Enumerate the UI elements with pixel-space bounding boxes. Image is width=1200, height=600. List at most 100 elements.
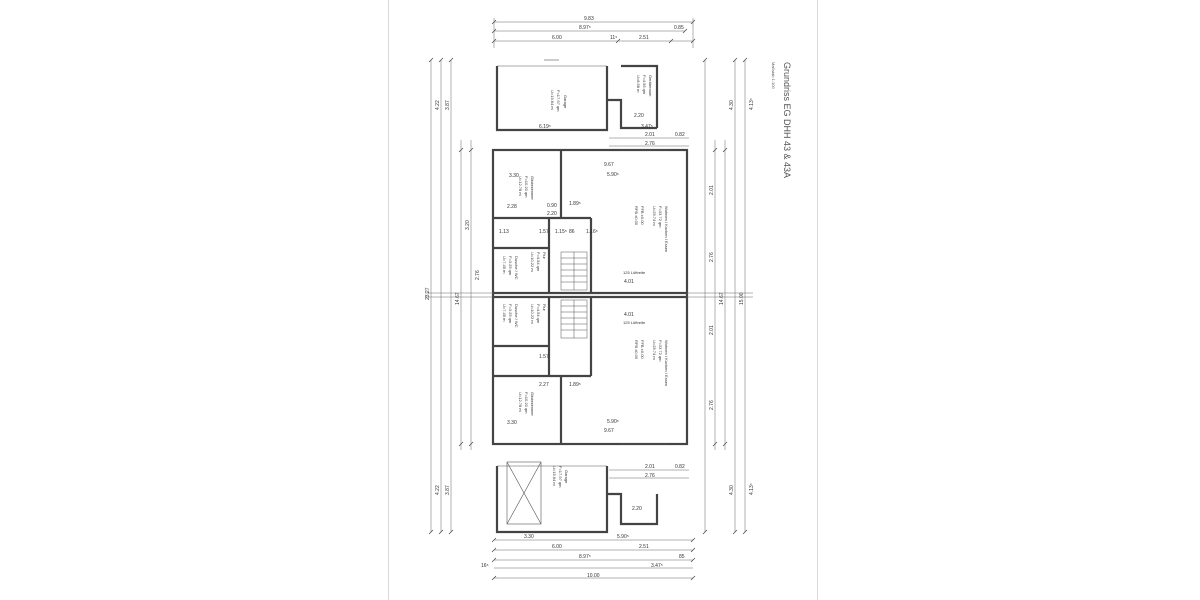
dim-left-total: 23.27: [425, 287, 431, 300]
dim-top-251: 2.51: [639, 35, 649, 41]
dim-082-bottom: 0.82: [675, 464, 685, 470]
dim-right-276: 2.76: [709, 252, 715, 262]
dusche-top-name: Dusche / WC: [514, 256, 519, 280]
upper-house-labels: 3.30 9.67 5.90⁵ 2.28 1.89⁵ 0.90 2.20 1.5…: [499, 162, 669, 285]
flur-top-name: Flur: [542, 252, 547, 260]
dim-189-bottom: 1.89⁵: [569, 382, 581, 388]
dim-top-inner: 8.97⁵: [579, 25, 591, 31]
dim-220-a: 2.20: [547, 211, 557, 217]
flur-top-perimeter: U=10.22 m: [530, 252, 535, 272]
garage-top-area: F=17.97 qm: [556, 90, 561, 112]
wohnen-top-ffb: FFB ±0.00: [640, 206, 645, 225]
dim-bottom-590: 5.90⁵: [617, 534, 629, 540]
dim-left-320: 3.20: [465, 220, 471, 230]
dusche-bottom-area: F=3.25 qm: [508, 304, 513, 324]
mid-bottom-dimension: 2.01 0.82 2.76: [609, 464, 689, 479]
dim-bottom-347: 3.47⁵: [651, 563, 663, 569]
wohnen-top-perimeter: U=25.74 m: [652, 206, 657, 226]
drawing-sheet: Grundriss EG DHH 43 & 43A Maßstab 1:100 …: [388, 0, 818, 600]
dim-401-top: 4.01: [624, 279, 634, 285]
bottom-dimension-chains: 3.30 5.90⁵ 6.00 2.51 8.97⁵ 85 3.47⁵ 16⁵ …: [481, 534, 696, 581]
dim-967-bottom: 9.67: [604, 428, 614, 434]
wohnen-top-area: F=33.72 qm: [658, 206, 663, 228]
dim-090: 0.90: [547, 203, 557, 209]
dim-227: 2.27: [539, 382, 549, 388]
dim-967-top: 9.67: [604, 162, 614, 168]
dim-right-276b: 2.76: [709, 400, 715, 410]
garage-bottom-area: F=17.97 qm: [558, 466, 563, 488]
left-dimension-chains: 23.27 14.67 4.22 3.87 4.22 3.87 3.20 2.7…: [425, 57, 481, 535]
dim-276-bottom: 2.76: [645, 473, 655, 479]
wohnen-bottom-ffb: FFB ±0.00: [640, 340, 645, 359]
geraete-top-area: F=4.95 qm: [642, 75, 647, 95]
dim-right-bottom-413: 4.13⁵: [749, 483, 755, 495]
dim-157-top: 1.57: [539, 229, 549, 235]
geraete-top-perimeter: U=8.98 m: [636, 75, 641, 93]
dim-right-201: 2.01: [709, 185, 715, 195]
dim-115: 1.15⁵: [555, 229, 567, 235]
dim-116: 1.16⁵: [586, 229, 598, 235]
dim-157-bottom: 1.57: [539, 354, 549, 360]
top-dimension-chains: 9.83 8.97⁵ 6.00 2.51 0.85 11⁵: [491, 16, 696, 48]
kind-bottom-perimeter: U=12.78 m: [518, 392, 523, 412]
dim-189-top: 1.89⁵: [569, 201, 581, 207]
dim-590-top: 5.90⁵: [607, 172, 619, 178]
dim-276-top: 2.76: [645, 141, 655, 147]
dim-right-201b: 2.01: [709, 325, 715, 335]
dim-right-total: 15.00: [739, 292, 745, 305]
flur-bottom-area: F=4.54 qm: [536, 304, 541, 324]
dim-082-top: 0.82: [675, 132, 685, 138]
axis-markers: [425, 292, 753, 298]
drawing-title: Grundriss EG DHH 43 & 43A: [782, 62, 792, 178]
dim-top-600: 6.00: [552, 35, 562, 41]
kind-bottom-name: Gästezimmer: [530, 392, 535, 416]
window-label-bottom: 125 Lüftreite: [623, 320, 646, 325]
kind-top-perimeter: U=12.78 m: [518, 176, 523, 196]
kind-top-area: F=10.20 qm: [524, 176, 529, 198]
wohnen-bottom-name: Wohnen / Kochen / Essen: [664, 340, 669, 386]
dusche-bottom-perimeter: U=7.45 m: [502, 304, 507, 322]
wohnen-bottom-perimeter: U=25.74 m: [652, 340, 657, 360]
dim-left-422: 4.22: [435, 100, 441, 110]
garage-bottom-name: Garage: [564, 470, 569, 484]
lower-house-labels: 4.01 125 Lüftreite 1.57 2.27 1.89⁵ 3.30 …: [502, 304, 669, 434]
dim-201-bottom: 2.01: [645, 464, 655, 470]
dim-330-bottom-inner: 3.30: [507, 420, 517, 426]
dim-086: 86: [569, 229, 575, 235]
dim-113: 1.13: [499, 229, 509, 235]
dusche-bottom-name: Dusche / WC: [514, 304, 519, 328]
drawing-scale: Maßstab 1:100: [771, 62, 776, 89]
dim-347-top: 3.47⁵: [641, 124, 653, 130]
dim-left-276: 2.76: [475, 270, 481, 280]
flur-bottom-perimeter: U=10.22 m: [530, 304, 535, 324]
dim-top-total: 9.83: [584, 16, 594, 22]
dim-bottom-600: 6.00: [552, 544, 562, 550]
dim-left-bottom-387: 3.87: [445, 485, 451, 495]
dim-left-387: 3.87: [445, 100, 451, 110]
dim-right-bottom-430: 4.30: [729, 485, 735, 495]
top-garage-area: Garage F=17.97 qm U=19.64 m Geräteraum F…: [495, 59, 659, 132]
window-label-top: 125 Lüftreite: [623, 270, 646, 275]
floor-plan: Grundriss EG DHH 43 & 43A Maßstab 1:100 …: [425, 16, 792, 581]
mid-top-dimension: 2.01 0.82 2.76: [609, 132, 689, 147]
garage-bottom-perimeter: U=19.64 m: [552, 466, 557, 486]
dim-220-bottom: 2.20: [632, 506, 642, 512]
dim-330-top: 3.30: [509, 173, 519, 179]
dim-401-bottom: 4.01: [624, 312, 634, 318]
wohnen-bottom-rfb: RFB ±0.00: [634, 340, 639, 360]
flur-bottom-name: Flur: [542, 304, 547, 312]
right-dimension-chains: 15.00 14.67 4.30 4.13⁵ 4.30 4.13⁵ 2.01 2…: [702, 57, 755, 535]
dim-left-bottom-422: 4.22: [435, 485, 441, 495]
geraete-top-name: Geräteraum: [648, 75, 653, 97]
dim-bottom-16: 16⁵: [481, 563, 489, 569]
garage-top-name: Garage: [563, 95, 568, 109]
dusche-top-perimeter: U=7.45 m: [502, 256, 507, 274]
kind-top-name: Gästezimmer: [530, 176, 535, 200]
dim-201-top: 2.01: [645, 132, 655, 138]
dim-220-top: 2.20: [634, 113, 644, 119]
dim-top-115: 11⁵: [610, 35, 617, 41]
dim-bottom-897: 8.97⁵: [579, 554, 591, 560]
dusche-top-area: F=3.25 qm: [508, 256, 513, 276]
dim-bottom-251: 2.51: [639, 544, 649, 550]
bottom-garage-area: Garage F=17.97 qm U=19.64 m 2.20: [495, 461, 659, 534]
